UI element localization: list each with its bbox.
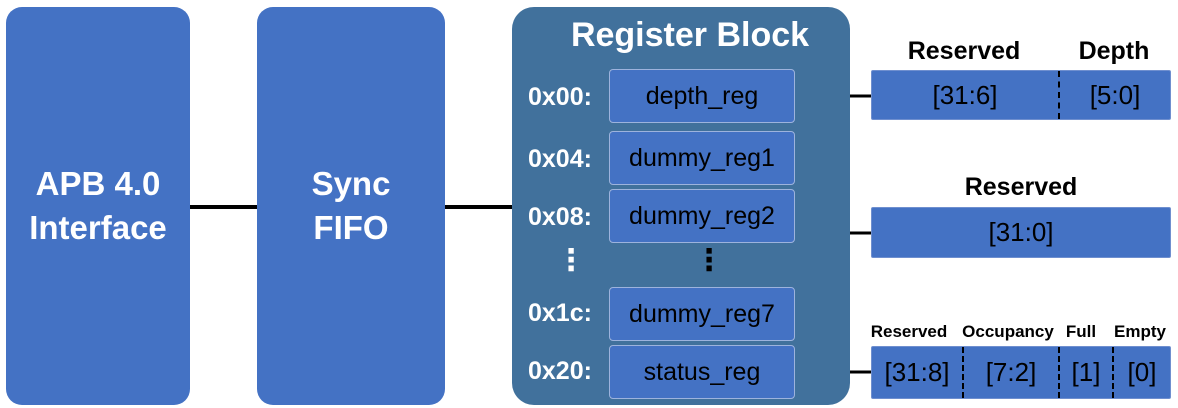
dummy-reg2: dummy_reg2 (609, 189, 795, 243)
register-block-title: Register Block (570, 16, 810, 54)
apb-line1: APB 4.0 (35, 165, 161, 202)
status-reg: status_reg (609, 345, 795, 399)
dummy-reg1: dummy_reg1 (609, 131, 795, 185)
dummy-field-label-reserved: Reserved (964, 173, 1078, 201)
fifo-line2: FIFO (313, 209, 389, 246)
dummy-reg7: dummy_reg7 (609, 287, 795, 341)
addr-ellipsis: ⋮ (556, 244, 586, 277)
addr-dummy-reg1: 0x04: (528, 145, 592, 173)
depth-field-cell-depth: [5:0] (1089, 79, 1141, 110)
sync-fifo-block: Sync FIFO (257, 7, 445, 405)
depth-reg-fields: [31:6] [5:0] (871, 70, 1171, 120)
depth-field-label-reserved: Reserved (907, 37, 1021, 65)
status-field-label-occupancy: Occupancy (962, 322, 1054, 341)
dummy-field-cell-reserved: [31:0] (988, 217, 1054, 247)
addr-status-reg: 0x20: (528, 357, 592, 385)
status-field-cell-occupancy: [7:2] (964, 347, 1060, 398)
addr-dummy-reg7: 0x1c: (528, 299, 592, 327)
register-ellipsis: ⋮ (694, 244, 724, 277)
status-field-label-reserved: Reserved (870, 322, 948, 341)
depth-reg: depth_reg (609, 69, 795, 123)
addr-depth-reg: 0x00: (528, 83, 592, 111)
status-field-cell-empty: [0] (1127, 357, 1157, 387)
status-field-cell-reserved: [31:8] (872, 347, 964, 398)
status-field-label-full: Full (1065, 322, 1097, 341)
status-field-label-empty: Empty (1114, 322, 1166, 341)
depth-field-cell-reserved: [31:6] (872, 71, 1060, 119)
dummy-reg-fields: [31:0] (871, 207, 1171, 258)
apb-line2: Interface (29, 209, 167, 246)
fifo-line1: Sync (311, 165, 391, 202)
depth-field-label-depth: Depth (1078, 37, 1150, 65)
status-reg-fields: [31:8] [7:2] [1] [0] (871, 346, 1171, 399)
apb-interface-block: APB 4.0 Interface (6, 7, 190, 405)
status-field-cell-full: [1] (1060, 347, 1114, 398)
addr-dummy-reg2: 0x08: (528, 203, 592, 231)
